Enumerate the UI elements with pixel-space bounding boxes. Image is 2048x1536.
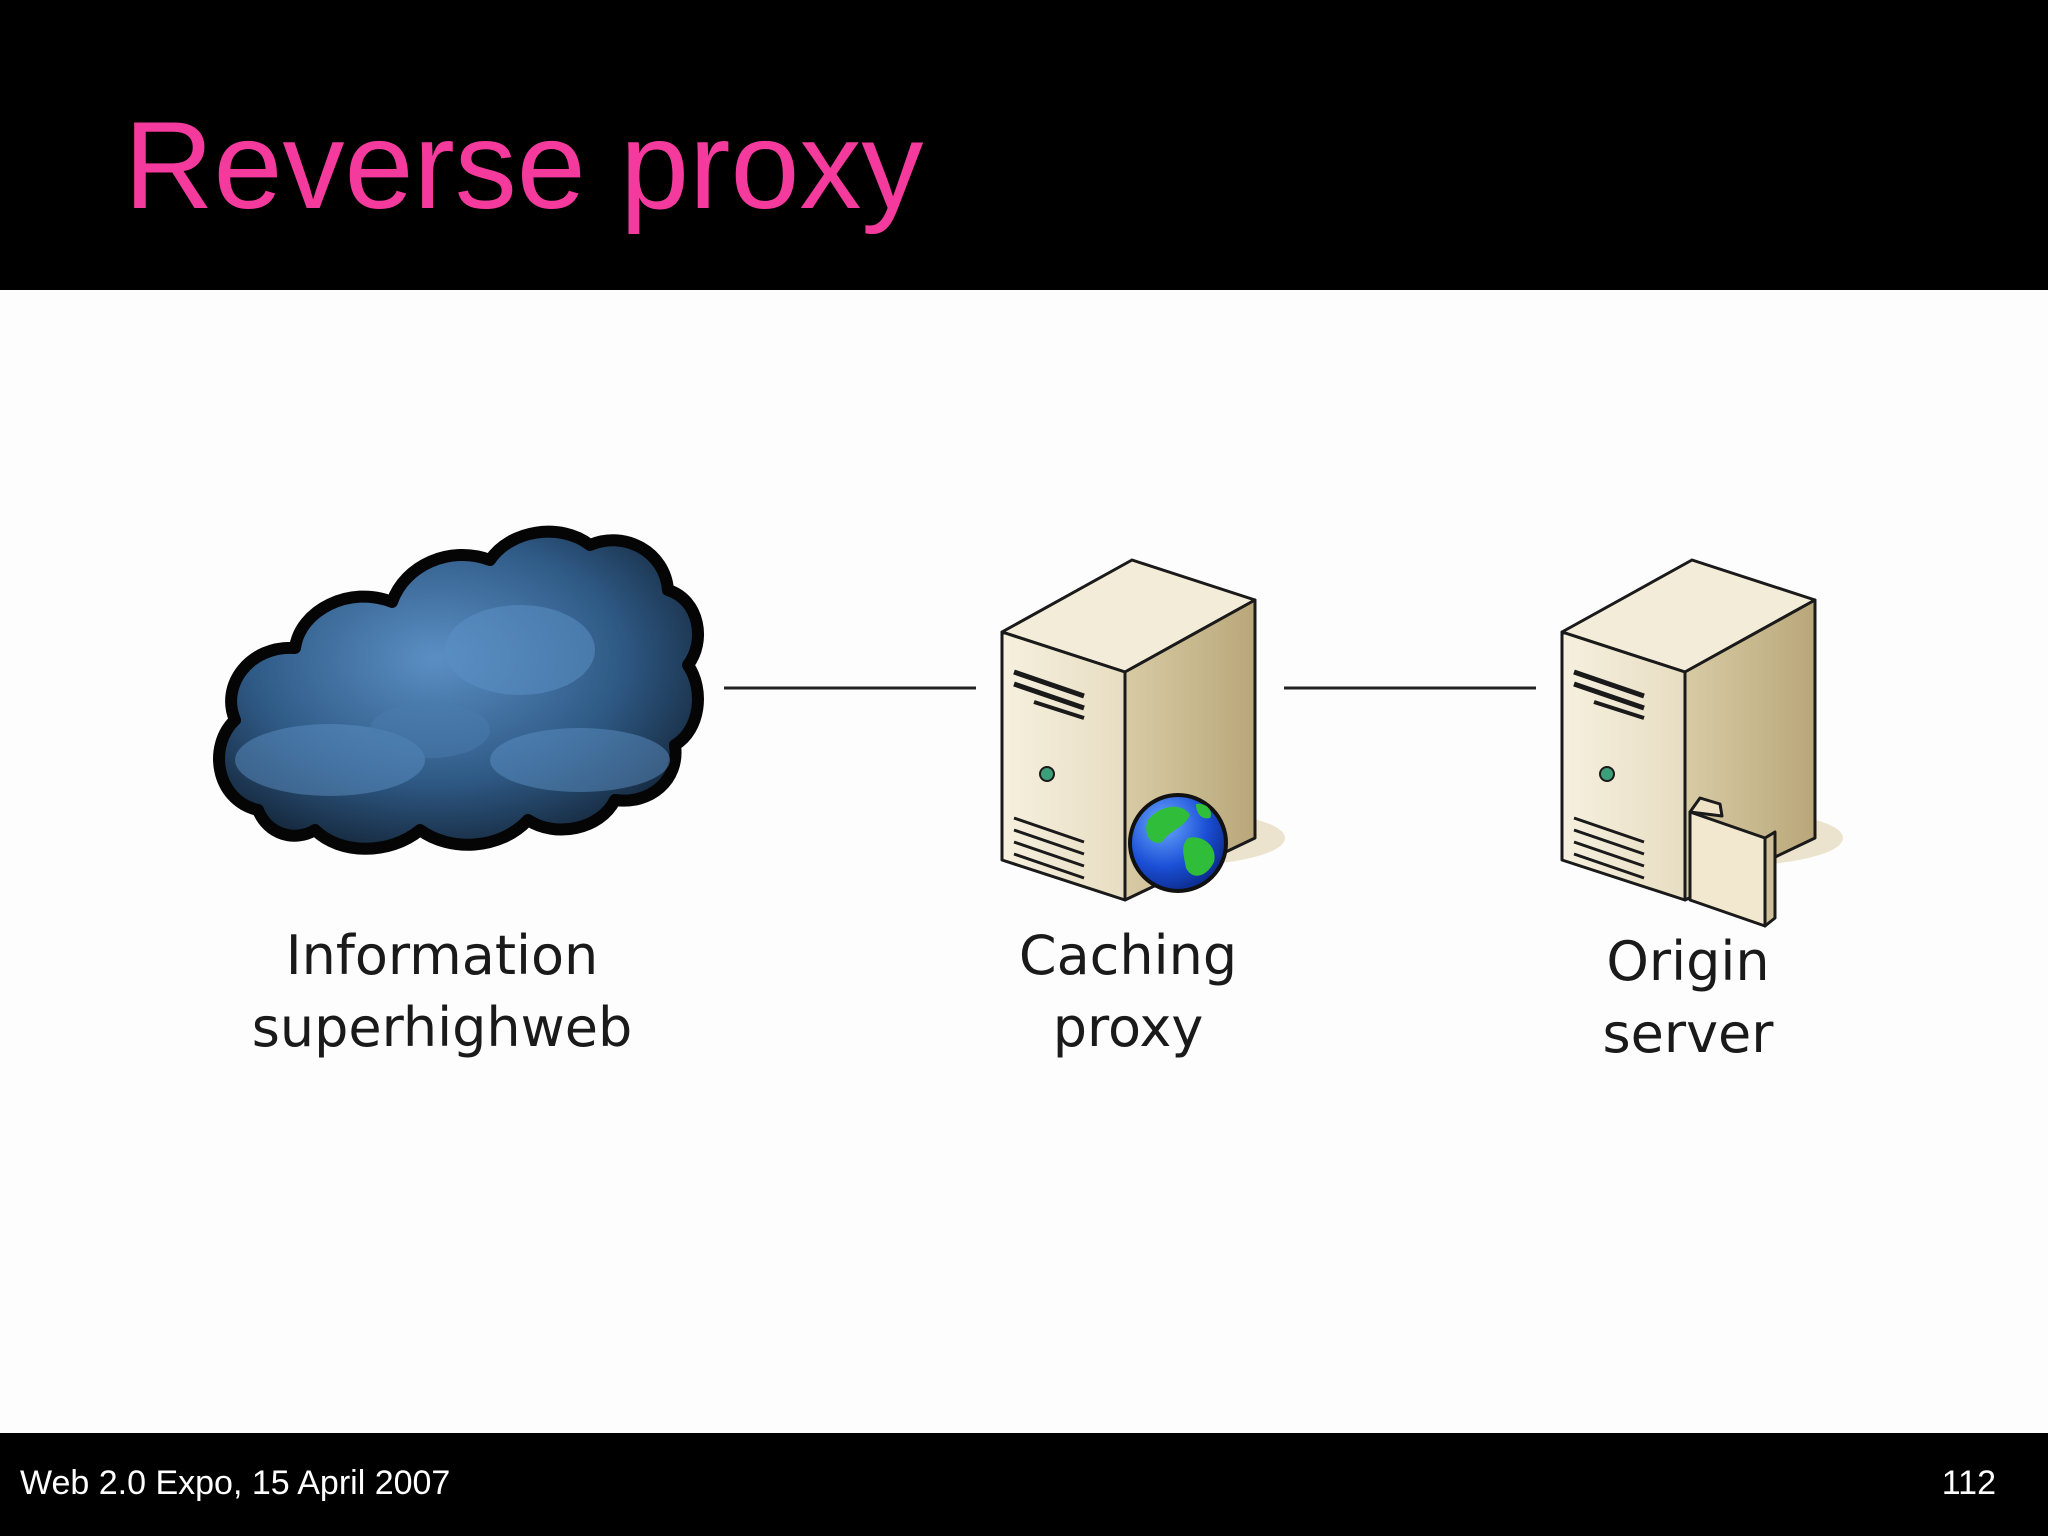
globe-icon <box>1128 793 1228 893</box>
footer-text: Web 2.0 Expo, 15 April 2007 <box>20 1464 451 1502</box>
caching-proxy-label: Caching proxy <box>978 920 1278 1064</box>
cloud-label: Information superhighweb <box>242 920 642 1064</box>
slide-number: 112 <box>1941 1464 1996 1502</box>
title-bar: Reverse proxy <box>0 0 2048 290</box>
folder-icon <box>1688 796 1777 928</box>
slide-title: Reverse proxy <box>124 97 924 235</box>
diagram-area: Information superhighweb Caching proxy O… <box>0 290 2048 1433</box>
cloud-label-line2: superhighweb <box>251 996 633 1059</box>
origin-server-label-line2: server <box>1602 1002 1774 1065</box>
origin-server-label: Origin server <box>1538 926 1838 1070</box>
caching-proxy-label-line2: proxy <box>1052 996 1204 1059</box>
footer-bar <box>0 1433 2048 1536</box>
cloud-label-line1: Information <box>285 924 599 987</box>
diagram-canvas <box>213 525 1843 928</box>
caching-proxy-label-line1: Caching <box>1018 924 1238 987</box>
cloud-icon <box>213 525 705 855</box>
origin-server-label-line1: Origin <box>1606 930 1770 993</box>
